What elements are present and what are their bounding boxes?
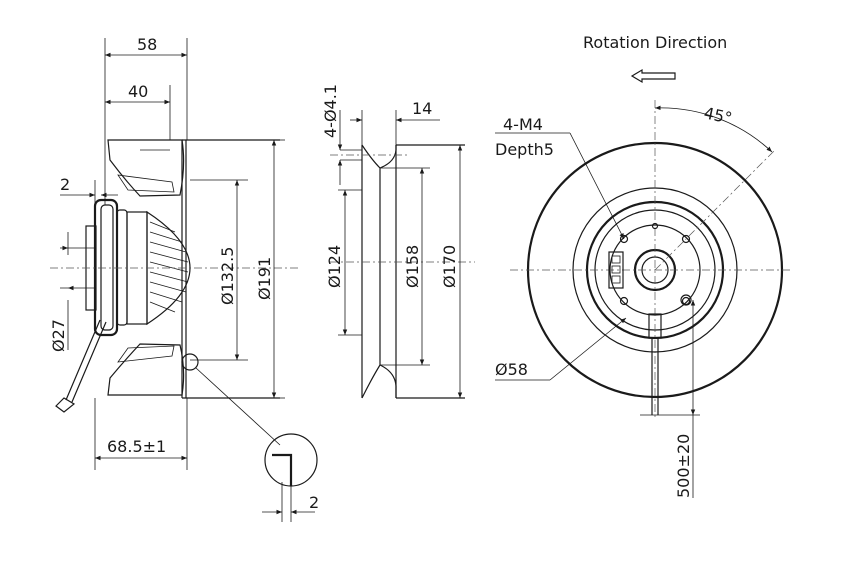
cable-length-label: 500±20 xyxy=(674,434,693,498)
connector-block xyxy=(608,251,624,289)
dim-124-label: Ø124 xyxy=(325,245,344,288)
rear-view: Rotation Direction xyxy=(495,33,790,498)
cable xyxy=(65,319,101,401)
mount-hole xyxy=(619,234,629,244)
hub-dim-label: Ø58 xyxy=(495,360,528,379)
dim-158-label: Ø158 xyxy=(403,245,422,288)
motor-flange xyxy=(93,198,119,337)
dim-2-top-label: 2 xyxy=(60,175,70,194)
dim-40-label: 40 xyxy=(128,82,148,101)
impeller-blade-bottom xyxy=(107,343,185,396)
cable-exit xyxy=(648,313,662,339)
dim-58-label: 58 xyxy=(137,35,157,54)
detail-marker xyxy=(181,353,199,371)
side-view: 58 40 xyxy=(49,35,319,522)
thread-label: 4-M4 xyxy=(503,115,543,134)
dim-14-label: 14 xyxy=(412,99,432,118)
depth-label: Depth5 xyxy=(495,140,554,159)
angle-arc xyxy=(654,105,773,153)
dim-132-label: Ø132.5 xyxy=(218,247,237,305)
angle-label: 45° xyxy=(702,103,734,127)
detail-dim-2-label: 2 xyxy=(309,493,319,512)
mount-hole xyxy=(681,234,691,244)
front-view: 4-Ø4.1 14 Ø124 Ø158 Ø170 xyxy=(321,84,475,399)
dim-27-label: Ø27 xyxy=(49,319,68,352)
mount-hole xyxy=(681,296,691,306)
dim-hole-label: 4-Ø4.1 xyxy=(321,84,340,138)
dim-191-label: Ø191 xyxy=(255,257,274,300)
left-arrow-icon xyxy=(630,68,676,84)
mount-hole xyxy=(619,296,629,306)
rotation-direction-title: Rotation Direction xyxy=(583,33,727,52)
impeller-blade-top xyxy=(107,139,185,197)
dim-68-label: 68.5±1 xyxy=(107,437,166,456)
dim-170-label: Ø170 xyxy=(440,245,459,288)
